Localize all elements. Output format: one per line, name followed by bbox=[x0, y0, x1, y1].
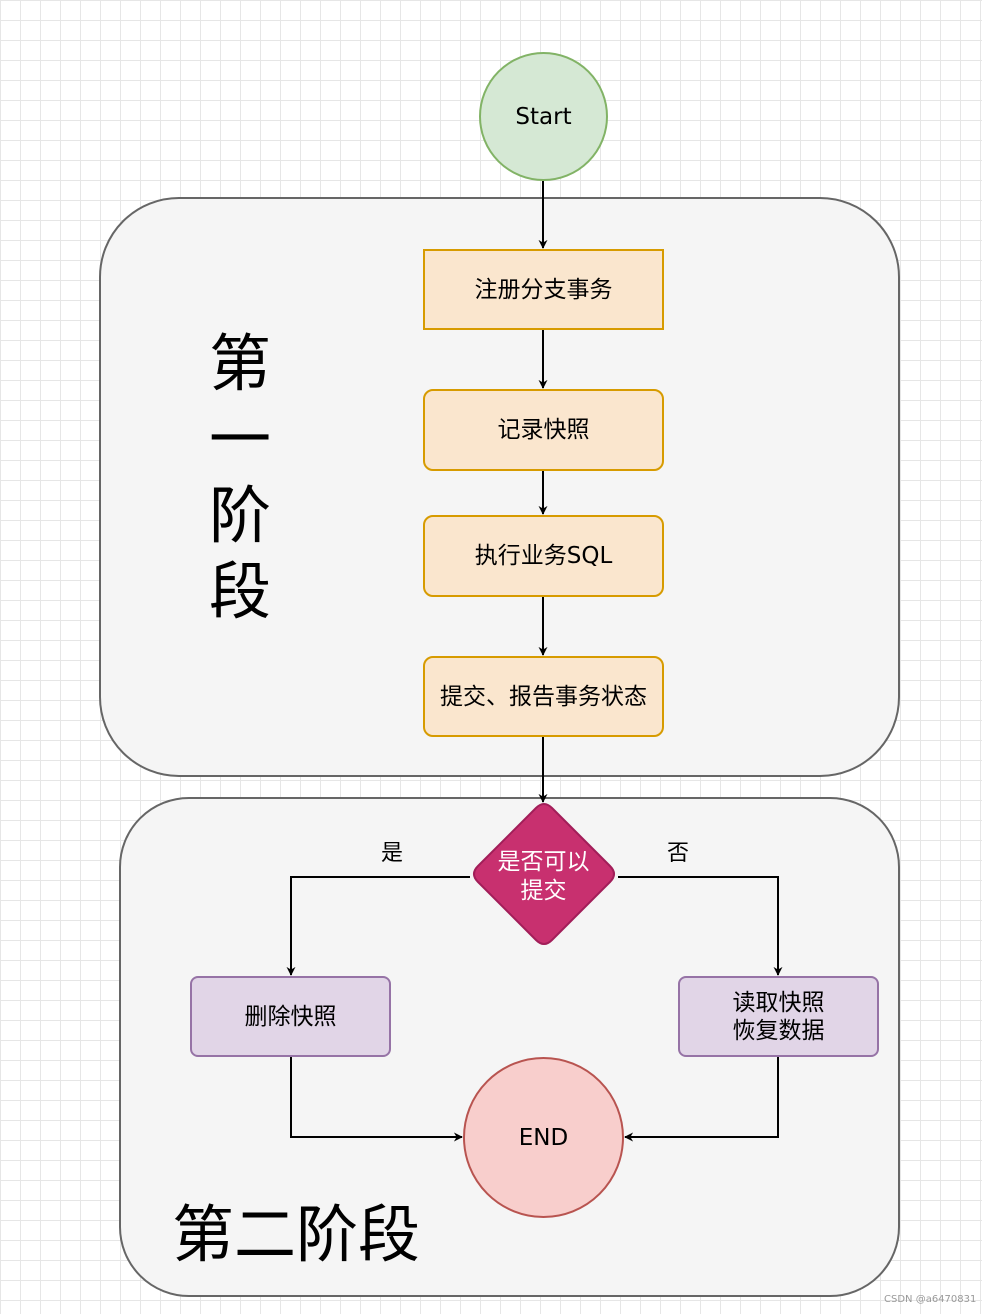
restore-data-label-line: 读取快照 bbox=[732, 989, 825, 1016]
end-node: END bbox=[463, 1057, 624, 1218]
decision-label: 是否可以 提交 bbox=[470, 805, 617, 948]
restore-data-label-line: 恢复数据 bbox=[732, 1017, 825, 1044]
edge-decision-yes bbox=[286, 876, 470, 976]
phase-one-title-char: 段 bbox=[208, 555, 271, 628]
phase-two-title: 第二阶段 bbox=[172, 1198, 421, 1271]
edge-delete-to-end bbox=[290, 1057, 463, 1142]
watermark: CSDN @a6470831 bbox=[884, 1294, 977, 1305]
end-label: END bbox=[518, 1124, 569, 1151]
decision-diamond bbox=[473, 803, 615, 945]
record-snapshot-label: 记录快照 bbox=[497, 417, 590, 443]
record-snapshot-node: 记录快照 bbox=[423, 389, 664, 471]
decision-label-line: 提交 bbox=[520, 877, 567, 904]
edge-decision-no bbox=[618, 876, 783, 976]
delete-snapshot-node: 删除快照 bbox=[190, 976, 391, 1057]
submit-report-label: 提交、报告事务状态 bbox=[440, 683, 647, 710]
restore-data-node: 读取快照 恢复数据 bbox=[678, 976, 879, 1057]
execute-sql-node: 执行业务SQL bbox=[423, 515, 664, 597]
register-branch-label: 注册分支事务 bbox=[474, 276, 613, 303]
phase-one-title-char: 第 bbox=[208, 327, 271, 400]
start-label: Start bbox=[515, 103, 572, 130]
delete-snapshot-label: 删除快照 bbox=[244, 1003, 337, 1030]
start-node: Start bbox=[479, 52, 608, 181]
phase-one-title-char: 阶 bbox=[208, 479, 271, 552]
edge-label-no: 否 bbox=[667, 841, 690, 866]
decision-label-line: 是否可以 bbox=[497, 848, 590, 875]
edge-label-yes: 是 bbox=[381, 841, 404, 866]
execute-sql-label: 执行业务SQL bbox=[474, 543, 613, 569]
register-branch-node: 注册分支事务 bbox=[423, 249, 664, 330]
phase-one-title-char: 一 bbox=[208, 403, 271, 476]
phase-one-title: 第 一 阶 段 bbox=[198, 333, 282, 623]
submit-report-node: 提交、报告事务状态 bbox=[423, 656, 664, 737]
edge-restore-to-end bbox=[624, 1057, 779, 1142]
